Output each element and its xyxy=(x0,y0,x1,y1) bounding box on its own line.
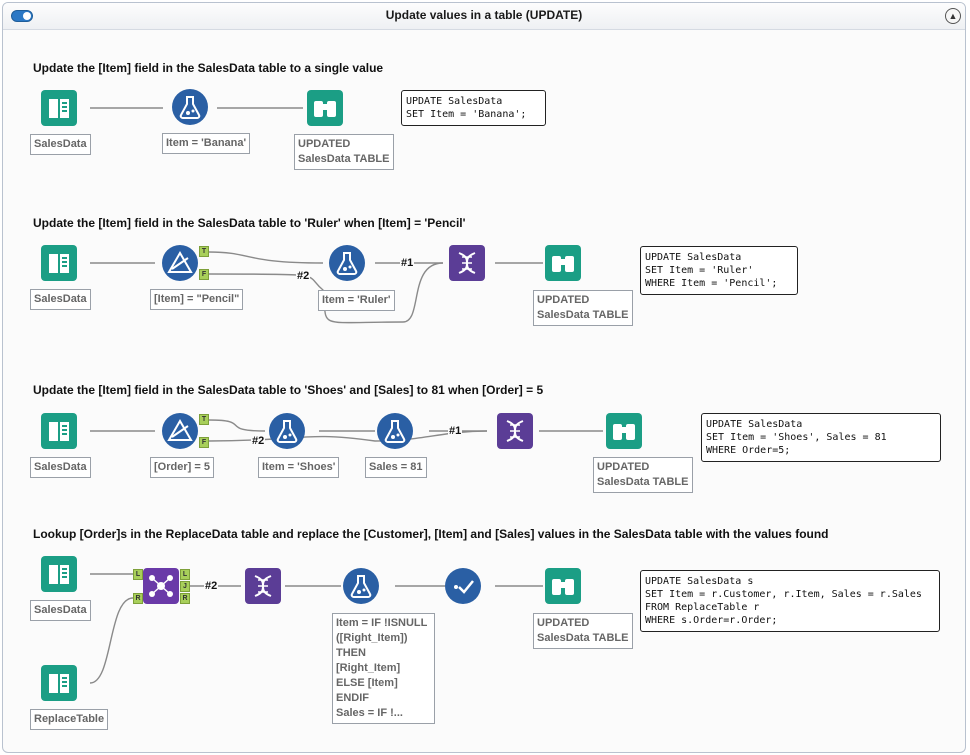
input-tool-label: SalesData xyxy=(30,134,91,155)
binoculars-icon xyxy=(314,101,336,117)
filter-tool[interactable] xyxy=(162,245,198,281)
formula-tool[interactable] xyxy=(377,413,413,449)
chevron-up-circle-icon[interactable]: ▲ xyxy=(945,8,961,24)
join-network-icon xyxy=(149,575,173,597)
formula-tool-label: Item = IF !ISNULL ([Right_Item]) THEN [R… xyxy=(332,613,435,724)
filter-triangle-icon xyxy=(167,251,193,273)
filter-tool-label: [Item] = "Pencil" xyxy=(150,289,244,310)
input-tool-label: SalesData xyxy=(30,600,91,621)
wire-s2-true-formula xyxy=(208,251,324,264)
sql-comment-box: UPDATE SalesData SET Item = 'Shoes', Sal… xyxy=(701,413,941,462)
formula-tool-label: Sales = 81 xyxy=(365,457,427,478)
sql-comment-box: UPDATE SalesData s SET Item = r.Customer… xyxy=(640,570,940,632)
book-icon xyxy=(49,254,69,273)
wire-label: #1 xyxy=(400,257,415,269)
wire-s3-false-dynamic xyxy=(208,430,488,442)
wire-s4-input2-join xyxy=(89,597,134,684)
toggle-knob xyxy=(23,12,31,20)
wire-label: #2 xyxy=(204,580,219,592)
sql-comment-box: UPDATE SalesData SET Item = 'Banana'; xyxy=(401,90,546,126)
sql-comment-box: UPDATE SalesData SET Item = 'Ruler' WHER… xyxy=(640,246,798,295)
input-data-tool[interactable] xyxy=(41,413,77,449)
book-icon xyxy=(49,565,69,584)
filter-triangle-icon xyxy=(167,419,193,441)
container-title: Update values in a table (UPDATE) xyxy=(385,8,583,22)
dynamic-input-tool[interactable] xyxy=(245,568,281,604)
browse-tool[interactable] xyxy=(307,90,343,126)
section-4-heading: Lookup [Order]s in the ReplaceData table… xyxy=(33,527,829,541)
wire-s3-true-formula1 xyxy=(208,419,266,432)
browse-tool[interactable] xyxy=(606,413,642,449)
flask-icon xyxy=(336,252,358,275)
browse-tool[interactable] xyxy=(545,245,581,281)
join-right-input-port[interactable]: R xyxy=(133,593,143,604)
formula-tool-label: Item = 'Shoes' xyxy=(258,457,340,478)
flask-icon xyxy=(179,96,201,119)
section-3-heading: Update the [Item] field in the SalesData… xyxy=(33,383,544,397)
filter-tool-label: [Order] = 5 xyxy=(150,457,214,478)
dna-helix-icon xyxy=(254,575,272,597)
output-tool-label: UPDATED SalesData TABLE xyxy=(593,457,693,493)
wire-label: #2 xyxy=(251,435,266,447)
binoculars-icon xyxy=(613,424,635,440)
filter-false-port[interactable]: F xyxy=(199,269,209,280)
select-records-tool[interactable] xyxy=(445,568,481,604)
workflow-canvas: Update the [Item] field in the SalesData… xyxy=(3,30,965,752)
output-tool-label: UPDATED SalesData TABLE xyxy=(294,134,394,170)
connection-wires xyxy=(89,107,603,684)
dynamic-input-tool[interactable] xyxy=(497,413,533,449)
flask-icon xyxy=(350,575,372,598)
binoculars-icon xyxy=(552,579,574,595)
section-1-heading: Update the [Item] field in the SalesData… xyxy=(33,61,384,75)
book-icon xyxy=(49,422,69,441)
binoculars-icon xyxy=(552,256,574,272)
input-data-tool[interactable] xyxy=(41,90,77,126)
wire-label: #1 xyxy=(448,425,463,437)
input-tool-label: ReplaceTable xyxy=(30,709,109,730)
dna-helix-icon xyxy=(458,252,476,274)
toggle-switch-icon[interactable] xyxy=(11,10,33,22)
flask-icon xyxy=(276,420,298,443)
join-left-input-port[interactable]: L xyxy=(133,569,143,580)
filter-true-port[interactable]: T xyxy=(199,246,209,257)
formula-tool[interactable] xyxy=(172,89,208,125)
input-tool-label: SalesData xyxy=(30,457,91,478)
input-data-tool[interactable] xyxy=(41,245,77,281)
checkmark-icon xyxy=(454,580,474,594)
formula-tool[interactable] xyxy=(343,568,379,604)
input-tool-label: SalesData xyxy=(30,289,91,310)
join-join-output-port[interactable]: J xyxy=(180,581,190,592)
join-left-output-port[interactable]: L xyxy=(180,569,190,580)
dna-helix-icon xyxy=(506,420,524,442)
browse-tool[interactable] xyxy=(545,568,581,604)
filter-false-port[interactable]: F xyxy=(199,437,209,448)
formula-tool[interactable] xyxy=(329,245,365,281)
output-tool-label: UPDATED SalesData TABLE xyxy=(533,613,633,649)
input-data-tool[interactable] xyxy=(41,556,77,592)
book-icon xyxy=(49,99,69,118)
formula-tool-label: Item = 'Banana' xyxy=(162,133,251,154)
wire-label: #2 xyxy=(296,270,311,282)
container-title-bar: Update values in a table (UPDATE) ▲ xyxy=(3,3,965,30)
flask-icon xyxy=(384,420,406,443)
output-tool-label: UPDATED SalesData TABLE xyxy=(533,290,633,326)
join-right-output-port[interactable]: R xyxy=(180,593,190,604)
join-tool[interactable] xyxy=(143,568,179,604)
section-2-heading: Update the [Item] field in the SalesData… xyxy=(33,216,466,230)
formula-tool-label: Item = 'Ruler' xyxy=(318,290,395,311)
book-icon xyxy=(49,674,69,693)
dynamic-input-tool[interactable] xyxy=(449,245,485,281)
filter-true-port[interactable]: T xyxy=(199,414,209,425)
formula-tool[interactable] xyxy=(269,413,305,449)
filter-tool[interactable] xyxy=(162,413,198,449)
input-data-tool[interactable] xyxy=(41,665,77,701)
